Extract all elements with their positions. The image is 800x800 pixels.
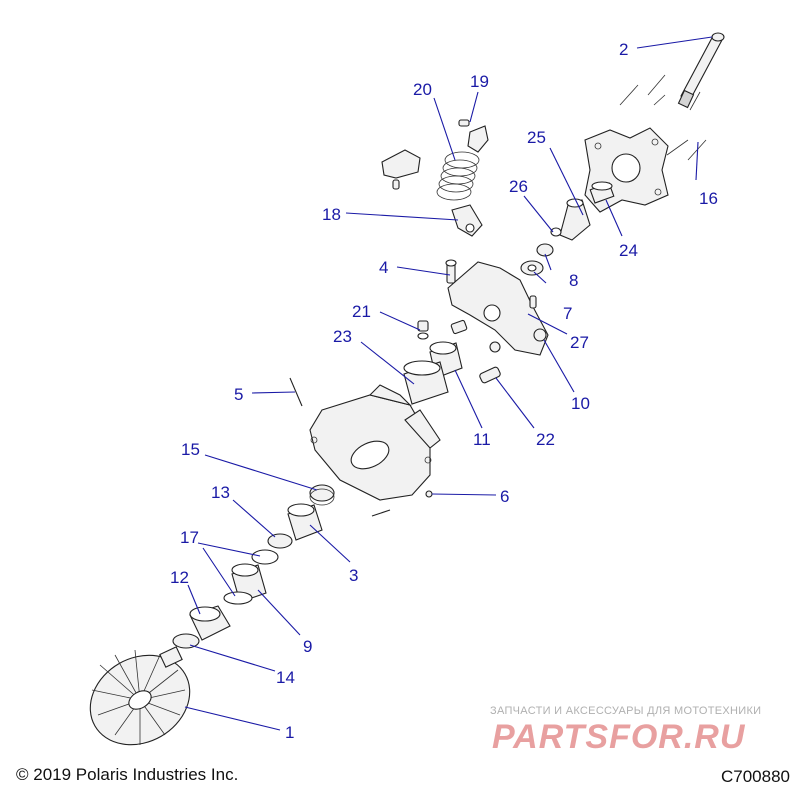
- part-7-washer: [520, 260, 544, 276]
- callout-11: 11: [473, 430, 491, 449]
- callout-3: 3: [349, 566, 358, 585]
- callout-9: 9: [303, 637, 312, 656]
- part-23-bushing: [403, 360, 449, 405]
- callout-8: 8: [569, 271, 578, 290]
- part-17-ring: [251, 549, 279, 565]
- part-sheave-pin: [371, 509, 391, 517]
- callout-27: 27: [570, 333, 589, 352]
- part-2-long-bolt: [677, 32, 725, 109]
- callout-19: 19: [470, 72, 489, 91]
- part-24-bushing: [589, 181, 615, 204]
- callout-14: 14: [276, 668, 295, 687]
- copyright-text: © 2019 Polaris Industries Inc.: [16, 765, 239, 784]
- svg-text:PARTSFOR.RU: PARTSFOR.RU: [492, 718, 746, 756]
- part-6-ball: [425, 490, 433, 498]
- part-26-o-ring: [550, 227, 562, 237]
- callout-26: 26: [509, 177, 528, 196]
- part-13-washer: [267, 533, 293, 549]
- callout-21: 21: [352, 302, 371, 321]
- part-22-pin: [479, 366, 501, 384]
- watermark-caption: ЗАПЧАСТИ И АКСЕССУАРЫ ДЛЯ МОТОТЕХНИКИ: [490, 705, 762, 717]
- part-snap-ring: [223, 591, 253, 605]
- callout-4: 4: [379, 258, 388, 277]
- callout-7: 7: [563, 304, 572, 323]
- part-25-sleeve: [559, 198, 591, 241]
- callout-1: 1: [285, 723, 294, 742]
- callout-22: 22: [536, 430, 555, 449]
- part-19-roller-pin: [458, 119, 489, 153]
- part-14-washer: [172, 633, 200, 649]
- callout-2: 2: [619, 40, 628, 59]
- callout-6: 6: [500, 487, 509, 506]
- callout-20: 20: [413, 80, 432, 99]
- callout-13: 13: [211, 483, 230, 502]
- part-18-roller: [451, 204, 483, 237]
- callout-23: 23: [333, 327, 352, 346]
- callout-10: 10: [571, 394, 590, 413]
- part-8-washer: [536, 243, 554, 257]
- part-12-hub: [189, 605, 231, 641]
- callout-16: 16: [699, 189, 718, 208]
- callout-17: 17: [180, 528, 199, 547]
- leader-lines: [184, 36, 713, 731]
- callout-5: 5: [234, 385, 243, 404]
- part-5-pin: [289, 377, 303, 407]
- drawing-id: C700880: [720, 767, 790, 786]
- part-21-fitting: [417, 320, 429, 340]
- part-shift-weight: [381, 149, 421, 190]
- callout-24: 24: [619, 241, 638, 260]
- part-1-fixed-sheave: [89, 646, 191, 746]
- part-11-bushing: [429, 341, 463, 379]
- callout-12: 12: [170, 568, 189, 587]
- part-square-block: [450, 319, 468, 335]
- part-20-spring: [436, 151, 480, 201]
- callout-25: 25: [527, 128, 546, 147]
- callout-18: 18: [322, 205, 341, 224]
- part-moveable-sheave: [309, 384, 441, 501]
- part-moveable-sheave-housing: [445, 259, 549, 356]
- callout-15: 15: [181, 440, 200, 459]
- callout-labels: 2 20 19 25 26 16 24 18 4 8 7 21 23 27 10…: [170, 40, 718, 742]
- part-3-bushing: [287, 503, 323, 541]
- part-bolts: [619, 74, 707, 161]
- watermark-logo: PARTSFOR.RU: [492, 718, 746, 756]
- part-15-spring-ring: [309, 484, 335, 506]
